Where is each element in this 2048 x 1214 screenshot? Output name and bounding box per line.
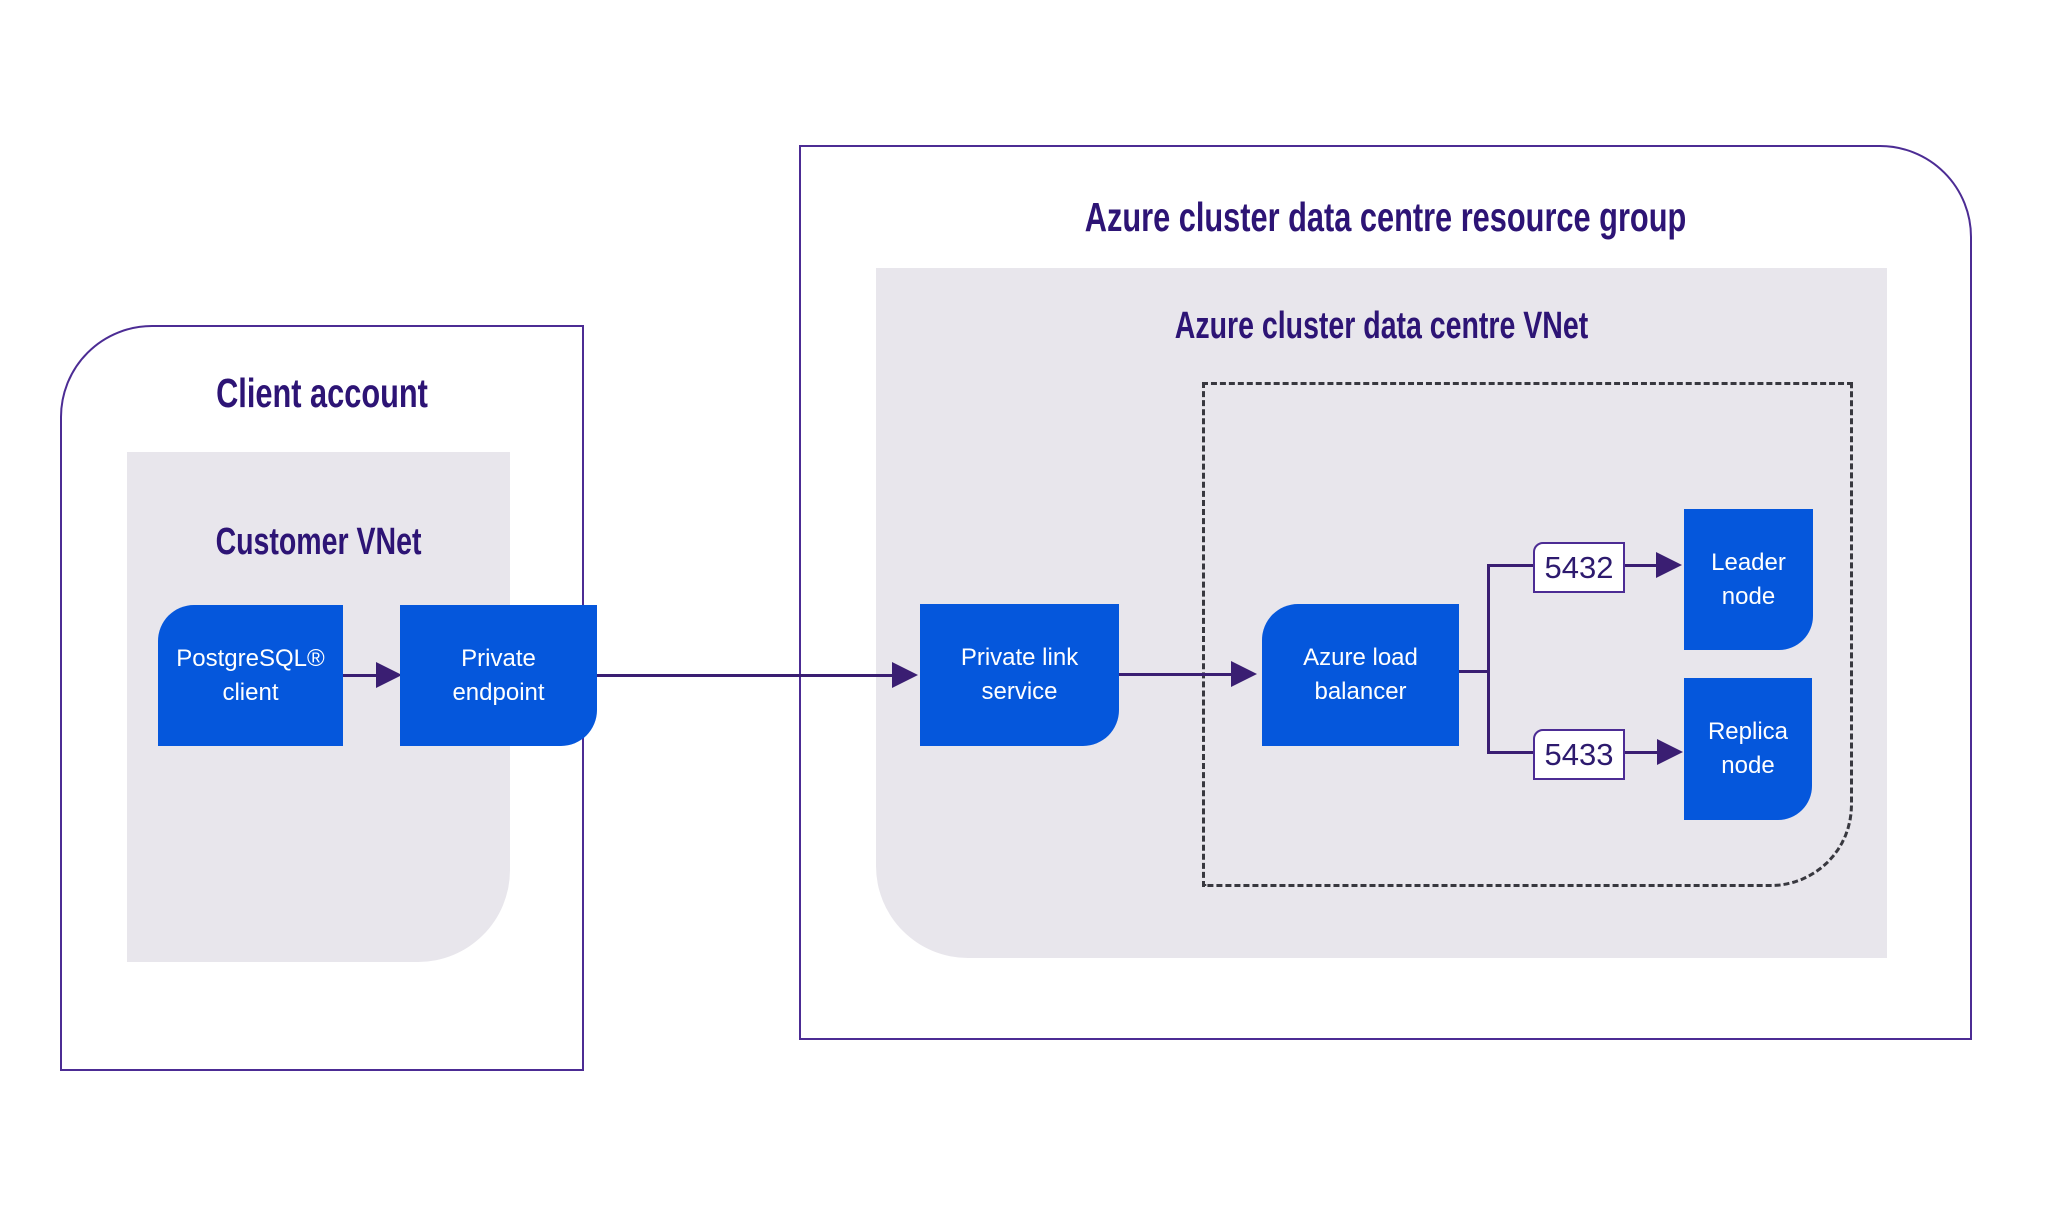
connector-pgclient-to-endpoint bbox=[343, 674, 377, 677]
connector-branch-to-port-5433 bbox=[1488, 751, 1533, 754]
postgresql-client-node: PostgreSQL® client bbox=[158, 605, 343, 746]
arrowhead-into-replica-node bbox=[1657, 739, 1683, 765]
leader-node: Leader node bbox=[1684, 509, 1813, 650]
arrowhead-into-private-endpoint bbox=[376, 662, 402, 688]
replica-node: Replica node bbox=[1684, 678, 1812, 820]
connector-endpoint-to-linkservice bbox=[597, 674, 894, 677]
connector-linkservice-to-loadbalancer bbox=[1119, 673, 1233, 676]
private-endpoint-node: Private endpoint bbox=[400, 605, 597, 746]
cluster-dashed-boundary bbox=[1202, 382, 1853, 887]
azure-load-balancer-node: Azure load balancer bbox=[1262, 604, 1459, 746]
arrowhead-into-leader-node bbox=[1656, 552, 1682, 578]
connector-branch-vertical bbox=[1487, 564, 1490, 754]
customer-vnet-title: Customer VNet bbox=[215, 521, 422, 563]
connector-port-5432-to-leader bbox=[1621, 564, 1658, 567]
client-account-title: Client account bbox=[216, 370, 428, 416]
resource-group-title: Azure cluster data centre resource group bbox=[1084, 194, 1687, 240]
resource-group-box: Azure cluster data centre resource group bbox=[799, 145, 1972, 1040]
port-5433-badge: 5433 bbox=[1533, 729, 1625, 780]
arrowhead-into-load-balancer bbox=[1231, 661, 1257, 687]
connector-loadbalancer-stub bbox=[1459, 670, 1490, 673]
connector-branch-to-port-5432 bbox=[1488, 564, 1533, 567]
private-link-service-node: Private link service bbox=[920, 604, 1119, 746]
connector-port-5433-to-replica bbox=[1621, 751, 1659, 754]
azure-vnet-title: Azure cluster data centre VNet bbox=[1174, 305, 1589, 347]
port-5432-badge: 5432 bbox=[1533, 542, 1625, 593]
arrowhead-into-private-link-service bbox=[892, 662, 918, 688]
